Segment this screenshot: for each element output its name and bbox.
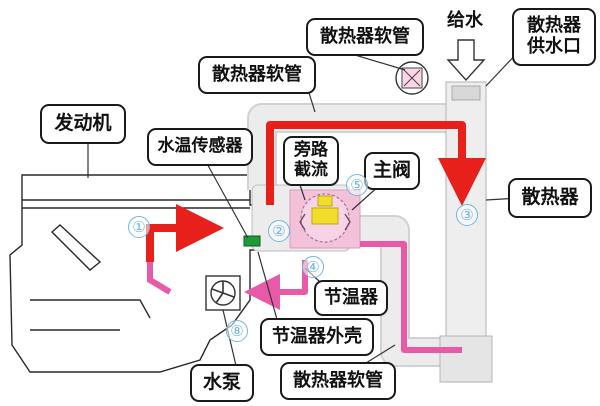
hot-flow-arrow-2 [146, 204, 224, 252]
temp-sensor-body [243, 235, 261, 247]
radiator-hose-lower-label: 散热器软管 [280, 362, 396, 400]
marker-3: ③ [456, 204, 478, 226]
marker-4: ④ [302, 256, 324, 278]
temp-sensor-label: 水温传感器 [147, 128, 253, 166]
radiator-label: 散热器 [508, 178, 592, 218]
radiator-hose-top-label: 散热器软管 [306, 18, 424, 56]
thermostat-housing-label: 节温器外壳 [260, 318, 374, 356]
marker-2: ② [268, 220, 290, 242]
radiator-cap-detail [395, 61, 429, 95]
marker-1: ① [128, 216, 150, 238]
radiator-hose-upper-label: 散热器软管 [198, 56, 316, 94]
marker-8: ⑧ [226, 320, 248, 342]
water-pump [205, 275, 241, 311]
water-inlet-arrow [446, 39, 486, 82]
engine-block [9, 174, 259, 373]
radiator-cap-label: 散热器 供水口 [512, 8, 596, 66]
engine-label: 发动机 [40, 104, 126, 144]
marker-5: ⑤ [346, 174, 368, 196]
water-pump-label: 水泵 [190, 364, 254, 402]
return-flow-engine [147, 262, 172, 295]
bypass-label: 旁路 截流 [283, 136, 339, 186]
thermostat-label: 节温器 [314, 280, 388, 316]
water-inlet-label: 给水 [447, 9, 483, 31]
main-valve-label: 主阀 [364, 152, 420, 190]
